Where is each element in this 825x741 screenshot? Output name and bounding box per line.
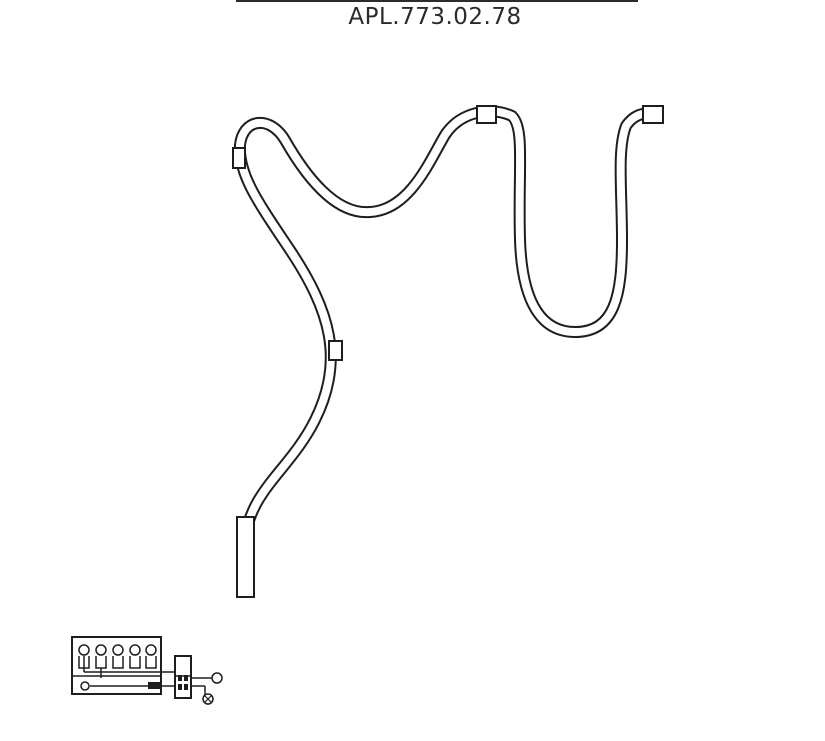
connector-top-right [642, 105, 664, 124]
terminal-body-4 [129, 656, 141, 669]
terminal-3 [112, 644, 124, 656]
cropped-title-remnant [236, 0, 638, 2]
schematic-contact-3 [178, 684, 182, 690]
connector-top-middle [476, 105, 497, 124]
schematic-fuse [148, 682, 160, 689]
schematic-lamp-symbol [202, 693, 214, 705]
schematic-connector-block [174, 655, 192, 699]
schematic-terminals [78, 644, 157, 656]
part-number: APL.773.02.78 [348, 4, 522, 30]
terminal-body-3 [112, 656, 124, 669]
connector-middle [328, 340, 343, 361]
sensor-probe [236, 516, 255, 598]
cable-harness [233, 105, 661, 546]
wiring-schematic [71, 636, 223, 705]
terminal-1 [78, 644, 90, 656]
terminal-2 [95, 644, 107, 656]
schematic-contact-4 [184, 684, 188, 690]
terminal-body-5 [145, 656, 157, 669]
connector-left-top [232, 147, 246, 169]
terminal-5 [145, 644, 157, 656]
schematic-contact-1 [178, 675, 182, 681]
terminal-4 [129, 644, 141, 656]
cable-core [235, 107, 659, 544]
schematic-ground-terminal [80, 681, 90, 691]
schematic-output-ring [211, 672, 223, 684]
schematic-contact-2 [184, 675, 188, 681]
